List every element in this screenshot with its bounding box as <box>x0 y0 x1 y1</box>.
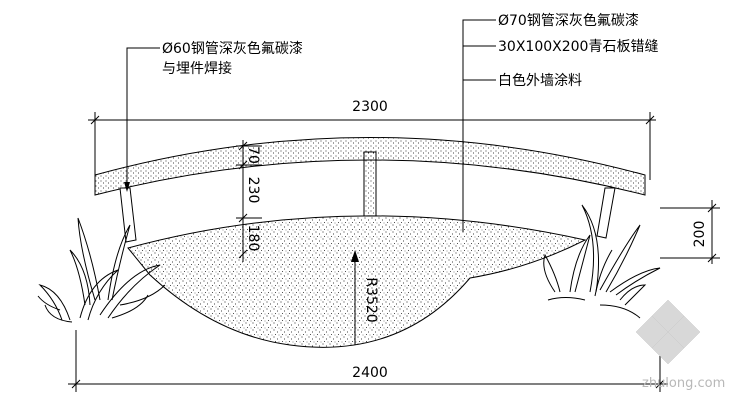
annotation-wall: 白色外墙涂料 <box>498 72 582 89</box>
dim-arc-radius: R3520 <box>363 277 379 322</box>
post-center <box>363 151 377 217</box>
leader-pipe60 <box>126 47 160 190</box>
bridge-body <box>127 215 587 348</box>
rail-arch <box>94 137 646 196</box>
plant-left <box>37 217 166 323</box>
dim-right <box>660 200 720 264</box>
annotation-pipe60-line2: 与埋件焊接 <box>162 60 232 77</box>
post-right <box>596 187 616 239</box>
dim-bottom-label: 2400 <box>352 365 388 381</box>
dim-top-label: 2300 <box>352 99 388 115</box>
dim-top <box>88 112 656 180</box>
leader-pipe70 <box>462 19 496 160</box>
dim-right-label: 200 <box>692 221 708 248</box>
plant-right <box>543 204 661 319</box>
dim-deck-thickness: 180 <box>245 225 261 252</box>
annotation-stone: 30X100X200青石板错缝 <box>498 39 658 55</box>
dim-rail-thickness: 70 <box>245 146 261 164</box>
watermark-logo <box>635 299 701 365</box>
annotation-pipe70: Ø70钢管深灰色氟碳漆 <box>498 12 639 29</box>
dim-left-stack <box>236 140 262 262</box>
watermark-text: zhulong.com <box>642 376 725 391</box>
dim-rail-height: 230 <box>245 177 261 204</box>
annotation-pipe60-line1: Ø60钢管深灰色氟碳漆 <box>162 40 303 57</box>
